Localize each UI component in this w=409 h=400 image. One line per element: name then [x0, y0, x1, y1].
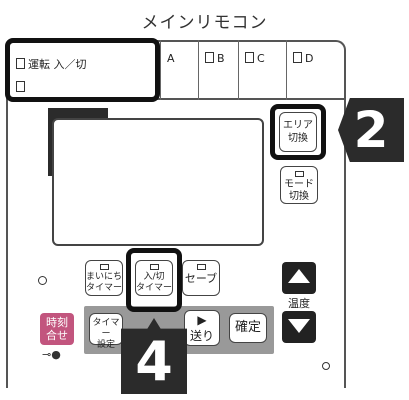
timer-setting-label-2: 設定 [96, 340, 115, 350]
zone-b-label: B [217, 52, 225, 65]
timer-onoff-label-1: 入/切 [143, 272, 165, 282]
led-indicator [99, 264, 109, 270]
highlight-frame-4 [126, 248, 182, 312]
reset-hole [322, 362, 330, 370]
highlight-frame-1 [5, 38, 160, 102]
area-switch-label-2: 切換 [288, 133, 308, 144]
timer-setting-button[interactable]: タイマー 設定 [89, 313, 123, 350]
led-indicator [16, 81, 25, 92]
play-arrow-icon: ▶ [197, 313, 207, 327]
callout-2: 2 [338, 98, 404, 162]
led-indicator [205, 52, 214, 63]
clock-set-label-2: 合せ [46, 329, 68, 342]
up-arrow-icon [288, 269, 310, 283]
key-icon: ⊸● [42, 348, 61, 361]
led-indicator [294, 171, 304, 177]
timer-onoff-button[interactable]: 入/切 タイマー [135, 260, 173, 296]
led-indicator [149, 264, 159, 270]
area-switch-label-1: エリア [283, 120, 313, 131]
zone-c-button[interactable]: C [238, 40, 286, 100]
timer-onoff-label-2: タイマー [136, 283, 173, 293]
main-power-label: 運転 入／切 [28, 58, 87, 71]
zone-a-button[interactable]: A [160, 40, 198, 100]
clock-set-label-1: 時刻 [46, 316, 68, 329]
page-title: メインリモコン [141, 13, 268, 33]
timer-setting-label-1: タイマー [92, 318, 120, 339]
status-lamp [38, 276, 47, 285]
led-indicator [16, 58, 25, 69]
zone-a-label: A [167, 52, 175, 65]
zone-b-button[interactable]: B [198, 40, 238, 100]
zone-strip [6, 40, 346, 100]
zone-d-button[interactable]: D [286, 40, 346, 100]
daily-timer-label-2: タイマー [86, 283, 123, 293]
callout-4: 4 [121, 318, 187, 394]
zone-d-label: D [305, 52, 314, 65]
temp-up-button[interactable] [282, 262, 316, 294]
save-button[interactable]: セーブ [182, 260, 220, 296]
lcd-display [52, 118, 264, 246]
confirm-label: 確定 [234, 320, 261, 335]
temperature-label: 温度 [288, 297, 310, 310]
daily-timer-label-1: まいにち [86, 272, 123, 282]
forward-button[interactable]: ▶ 送り [184, 310, 220, 346]
mode-switch-button[interactable]: モード 切換 [280, 166, 318, 204]
forward-label: 送り [189, 329, 214, 343]
zone-c-label: C [257, 52, 265, 65]
clock-set-button[interactable]: 時刻 合せ [40, 313, 74, 345]
led-indicator [196, 264, 206, 270]
confirm-button[interactable]: 確定 [229, 313, 267, 343]
highlight-frame-2 [270, 104, 326, 160]
main-power-zone[interactable]: 運転 入／切 [12, 44, 157, 98]
temp-down-button[interactable] [282, 311, 316, 343]
led-indicator [245, 52, 254, 63]
area-switch-button[interactable]: エリア 切換 [279, 112, 317, 152]
mode-switch-label-2: 切換 [289, 191, 309, 202]
down-arrow-icon [288, 319, 310, 333]
mode-switch-label-1: モード [284, 179, 314, 190]
daily-timer-button[interactable]: まいにち タイマー [85, 260, 123, 296]
led-indicator [293, 52, 302, 63]
save-label: セーブ [184, 272, 218, 285]
